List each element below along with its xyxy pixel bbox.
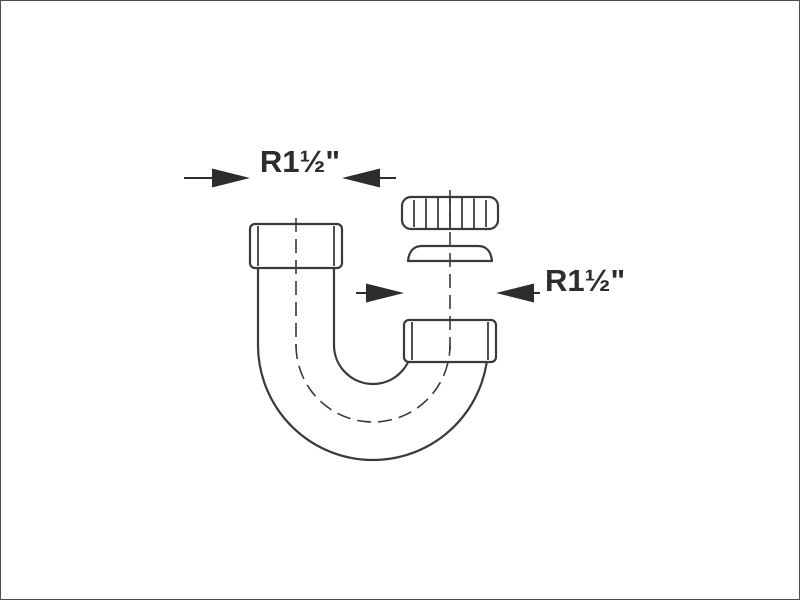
dimension-right-right-arrowhead: [496, 283, 534, 303]
dimension-top: R1½": [184, 144, 396, 188]
dimension-right-label: R1½": [545, 263, 625, 298]
bend-fill: [258, 345, 488, 460]
centerlines: [295, 190, 451, 423]
dimension-top-left-arrowhead: [212, 168, 250, 188]
dimension-top-right-arrowhead: [342, 168, 380, 188]
dimension-top-label: R1½": [260, 144, 340, 179]
dimension-right-left-arrowhead: [366, 283, 404, 303]
bend-outer-arc: [256, 344, 490, 462]
dimension-right: R1½": [356, 263, 625, 303]
